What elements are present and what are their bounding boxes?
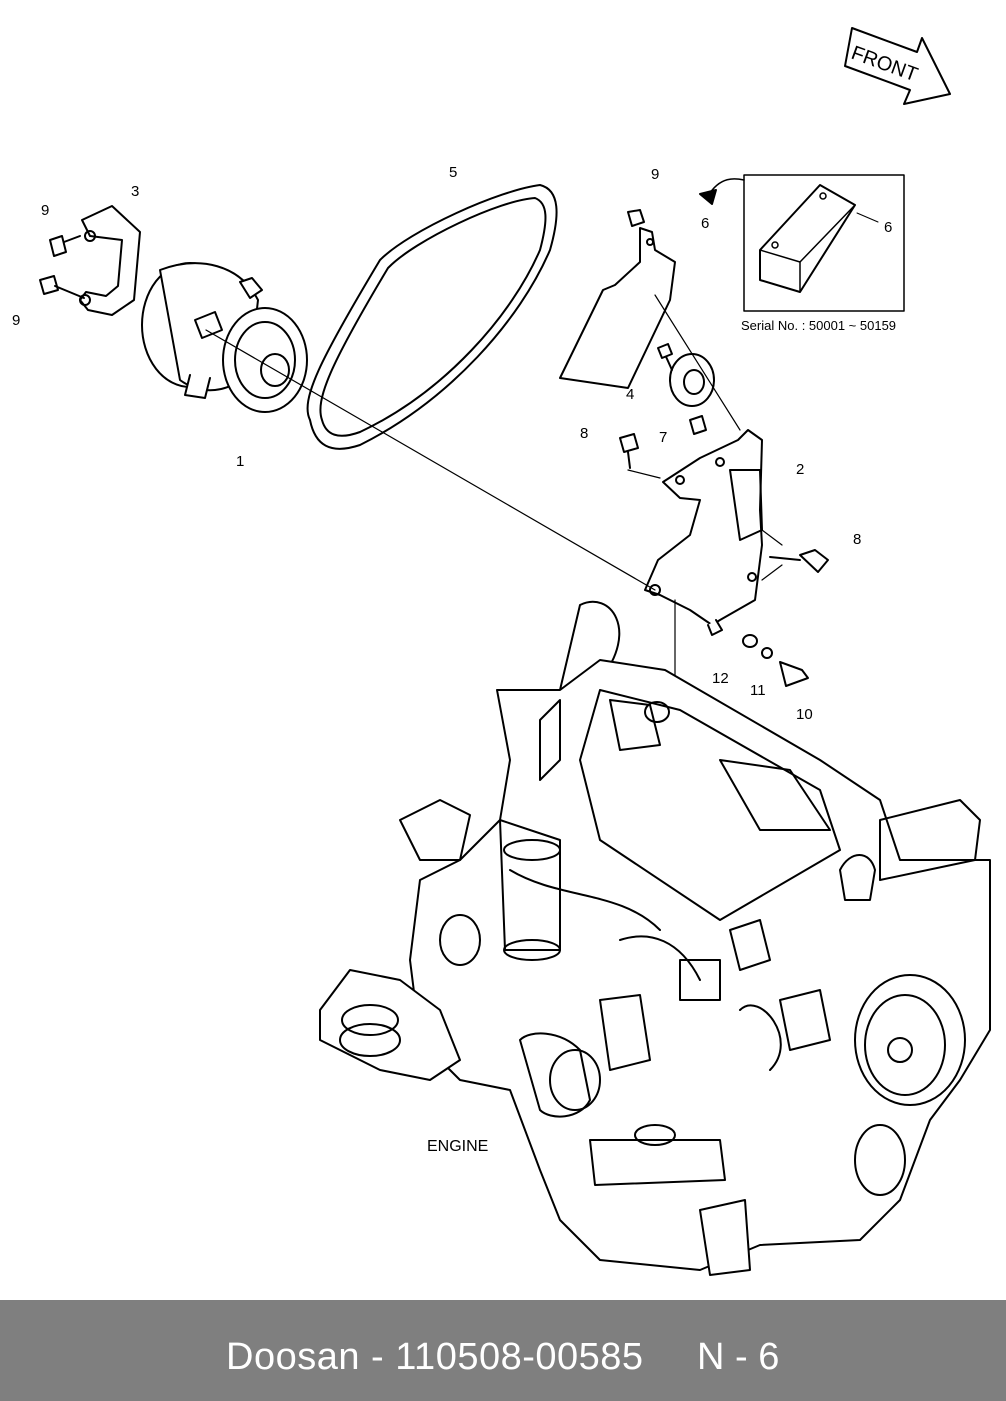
parts-diagram: FRONT: [39, 27, 991, 1276]
engine-block: [319, 600, 991, 1276]
callout-3: 3: [131, 183, 140, 200]
callout-5: 5: [449, 164, 458, 181]
callout-4: 4: [626, 386, 635, 403]
callout-11: 11: [750, 682, 766, 699]
compressor-assembly: [39, 205, 308, 413]
callout-9-bottom-left: 9: [12, 312, 21, 329]
callout-8-left: 8: [580, 425, 589, 442]
idler-assembly: [559, 209, 829, 687]
callout-9-top-left: 9: [41, 202, 50, 219]
callout-6-inset: 6: [884, 219, 893, 236]
callout-1: 1: [236, 453, 245, 470]
callout-10: 10: [796, 706, 813, 723]
part-number-text: Doosan - 110508-00585: [226, 1336, 644, 1378]
callout-9-top-right: 9: [651, 166, 660, 183]
inset-box: [699, 174, 905, 312]
front-arrow: FRONT: [844, 27, 951, 105]
drive-belt: [306, 184, 558, 450]
serial-number-note: Serial No. : 50001 ~ 50159: [741, 318, 897, 333]
callout-6-main: 6: [701, 215, 710, 232]
callout-2: 2: [796, 461, 805, 478]
page-reference: N - 6: [697, 1336, 780, 1378]
engine-label: ENGINE: [427, 1138, 489, 1155]
callout-12: 12: [712, 670, 729, 687]
callout-8-right: 8: [853, 531, 862, 548]
callout-7: 7: [659, 429, 668, 446]
footer-bar: [0, 1300, 1006, 1401]
